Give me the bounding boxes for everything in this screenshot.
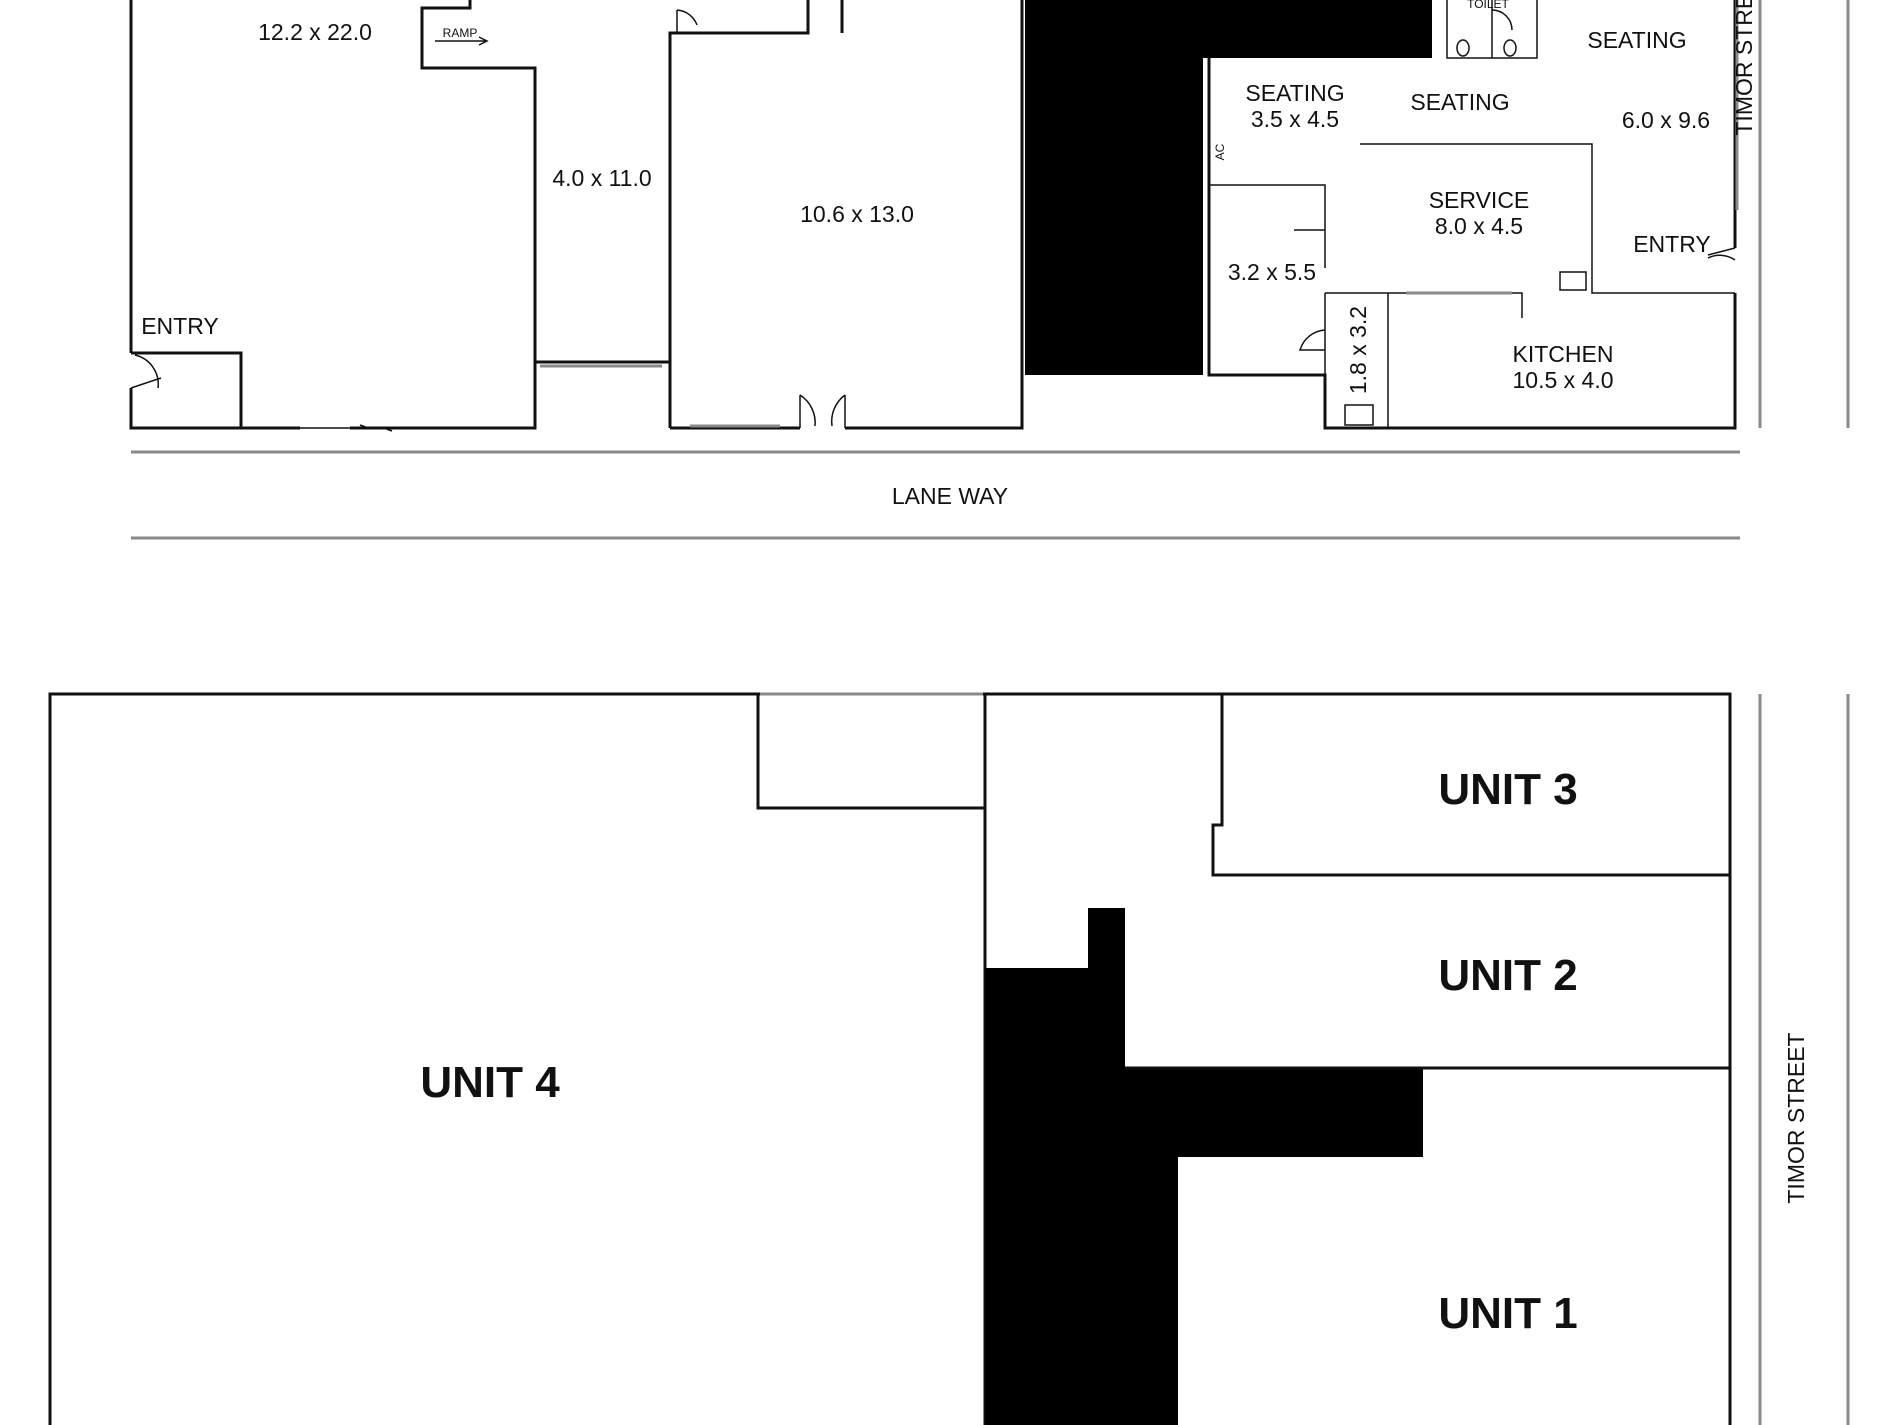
- unit-3-label: UNIT 3: [1438, 765, 1577, 814]
- units-right-outline: [985, 692, 1732, 1425]
- unit-1-label: UNIT 1: [1438, 1289, 1577, 1338]
- seating-mid-label: SEATING: [1410, 89, 1509, 115]
- ramp-arrow-icon: [435, 36, 489, 46]
- seating-left-size: 3.5 x 4.5: [1251, 106, 1339, 132]
- room-b-top-door: [676, 9, 698, 33]
- toilet-fixtures-icon: [1456, 39, 1517, 57]
- room-b-walls: [670, 0, 1024, 430]
- room-b-size: 10.6 x 13.0: [800, 201, 914, 227]
- entry-left-label: ENTRY: [141, 313, 219, 339]
- sink-icon: [1344, 404, 1374, 426]
- solid-core-site: [985, 908, 1423, 1425]
- fridge-icon: [1559, 271, 1587, 291]
- ramp-label: RAMP: [443, 26, 478, 40]
- toilet-door: [1491, 9, 1513, 31]
- kitchen-label: KITCHEN: [1513, 341, 1614, 367]
- seating-top-label: SEATING: [1587, 27, 1686, 53]
- small-room-size: 1.8 x 3.2: [1345, 306, 1371, 394]
- toilet-label: TOILET: [1467, 0, 1509, 11]
- seating-right-size: 6.0 x 9.6: [1622, 107, 1710, 133]
- unit-4-label: UNIT 4: [420, 1058, 560, 1107]
- entry-right-door: [1707, 247, 1736, 261]
- street-label-bottom: TIMOR STREET: [1783, 1032, 1809, 1203]
- service-size: 8.0 x 4.5: [1435, 213, 1523, 239]
- street-line-top: [1758, 0, 1850, 428]
- sliding-door-a: [300, 424, 448, 432]
- room-a-size: 12.2 x 22.0: [258, 19, 372, 45]
- entry-left-door-swing: [130, 354, 162, 389]
- corridor-size: 4.0 x 11.0: [552, 165, 651, 191]
- street-line-bottom: [1758, 694, 1850, 1425]
- unit-2-label: UNIT 2: [1438, 951, 1577, 1000]
- seating-left-label: SEATING: [1245, 80, 1344, 106]
- street-label-top: TIMOR STREET: [1731, 0, 1757, 136]
- ac-label: AC: [1213, 143, 1227, 160]
- store-size: 3.2 x 5.5: [1228, 259, 1316, 285]
- service-label: SERVICE: [1429, 187, 1530, 213]
- lane-way-label: LANE WAY: [892, 483, 1008, 509]
- kitchen-size: 10.5 x 4.0: [1512, 367, 1613, 393]
- solid-core: [1025, 0, 1432, 375]
- ground-floor-plan: 12.2 x 22.0 RAMP ENTRY 4.0 x 11.0 10.6 x…: [129, 0, 1850, 540]
- room-b-door: [799, 394, 846, 428]
- entry-right-label: ENTRY: [1633, 231, 1711, 257]
- small-room-door: [1298, 329, 1326, 351]
- site-plan: UNIT 4 UNIT 3 UNIT 2 UNIT 1 TIMOR STREET: [48, 692, 1850, 1425]
- right-block-inner-walls: [1209, 143, 1735, 428]
- entry-left-box: [131, 351, 243, 428]
- room-a-walls: [129, 0, 537, 430]
- corridor-walls: [533, 0, 844, 428]
